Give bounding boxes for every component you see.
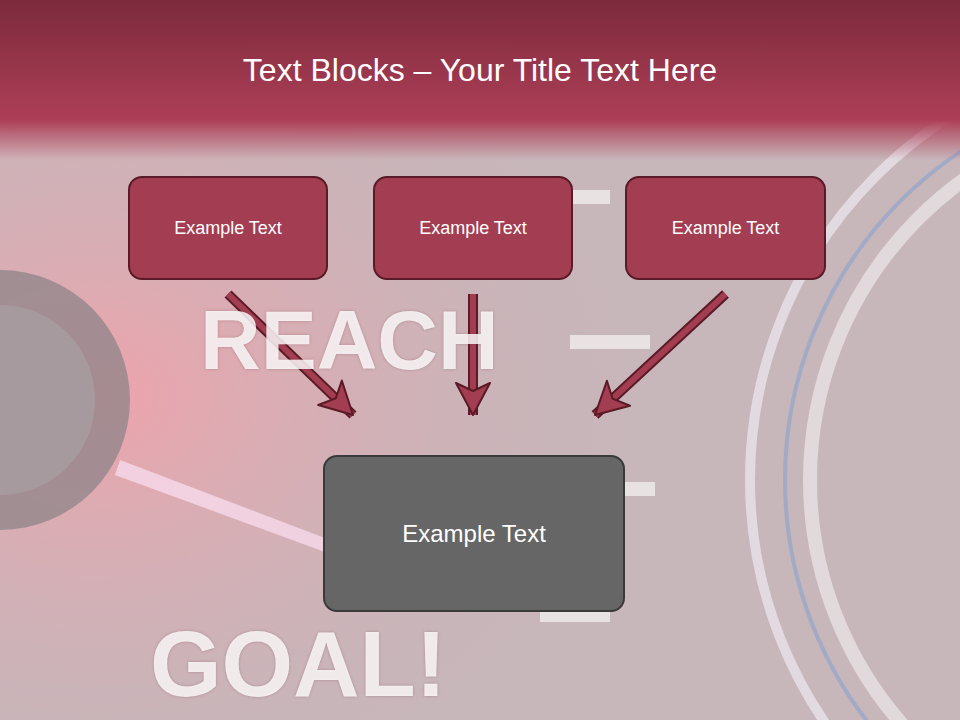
dial-ring xyxy=(810,110,960,720)
tick-mark xyxy=(570,335,650,349)
arrow-outline xyxy=(595,294,726,415)
background-word: REACH xyxy=(200,298,499,382)
needle xyxy=(115,460,330,552)
header-band xyxy=(0,0,960,160)
slide-title: Text Blocks – Your Title Text Here xyxy=(0,52,960,89)
text-block: Example Text xyxy=(323,455,625,612)
block-text: Example Text xyxy=(174,218,282,239)
dial-hub xyxy=(0,305,95,495)
text-block: Example Text xyxy=(373,176,573,280)
text-block: Example Text xyxy=(625,176,826,280)
block-text: Example Text xyxy=(672,218,780,239)
block-text: Example Text xyxy=(402,520,546,548)
dial-hub xyxy=(0,270,130,530)
arrow-connector xyxy=(595,294,726,415)
block-text: Example Text xyxy=(419,218,527,239)
background-word: GOAL! xyxy=(150,618,446,710)
arrow-shaft xyxy=(595,294,726,415)
text-block: Example Text xyxy=(128,176,328,280)
